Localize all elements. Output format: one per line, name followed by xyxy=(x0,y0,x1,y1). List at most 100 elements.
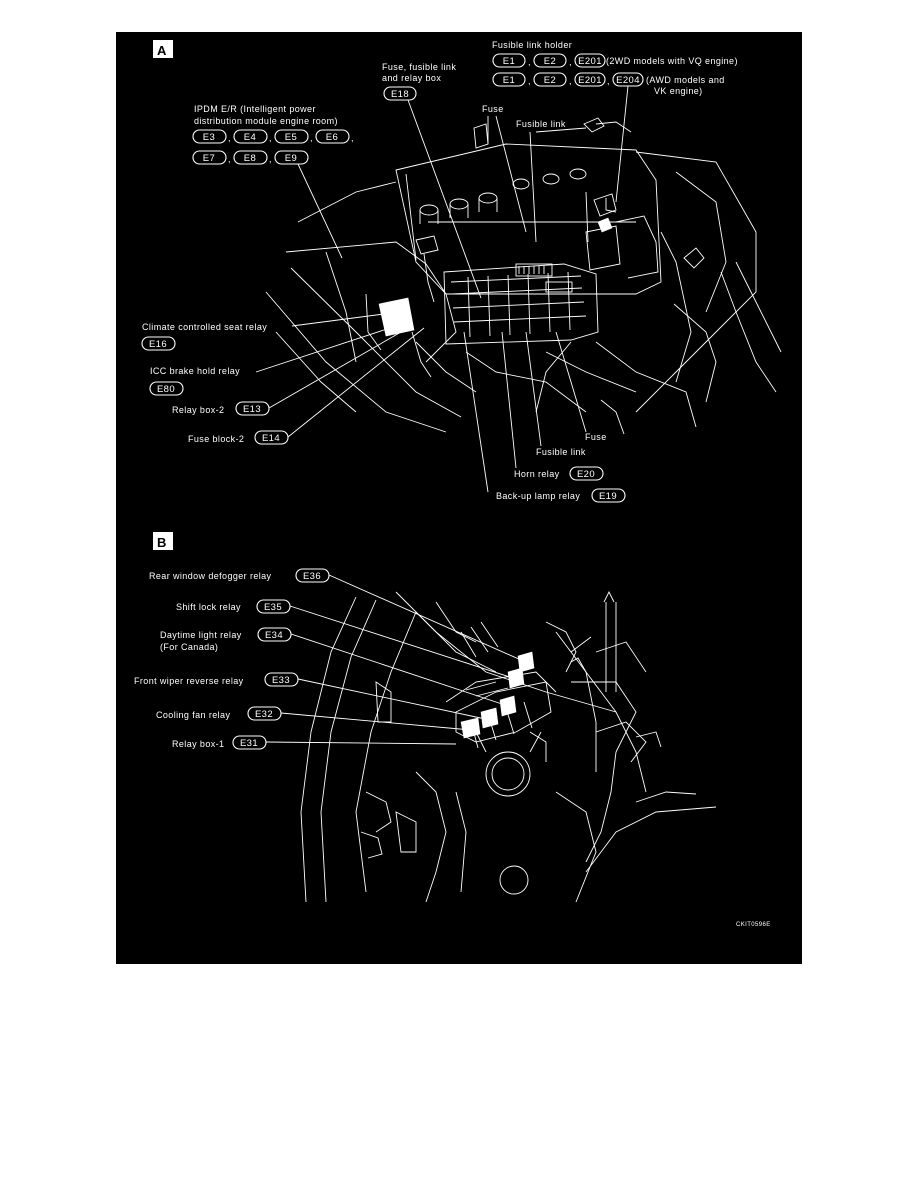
connector-e31-pill xyxy=(232,735,267,750)
daytime-light-relay-sub: (For Canada) xyxy=(160,642,218,652)
connector-e35-pill xyxy=(256,599,291,614)
rear-defogger-relay-callout: Rear window defogger relay E36 xyxy=(149,568,531,665)
connector-e9: E9 xyxy=(285,153,297,164)
separator: , xyxy=(351,133,354,143)
fuse-relay-box-line1: Fuse, fusible link xyxy=(382,62,456,72)
panel-a: A xyxy=(141,40,782,503)
connector-e204: E204 xyxy=(616,75,640,86)
connector-e13-pill xyxy=(235,401,270,416)
connector-e5: E5 xyxy=(285,132,297,143)
backup-lamp-relay-leader xyxy=(463,331,489,493)
connector-e201-pill-row2 xyxy=(574,72,606,87)
separator: , xyxy=(528,76,531,86)
fuse-relay-box-line2: and relay box xyxy=(382,73,441,83)
connector-e5-pill xyxy=(274,129,309,144)
connector-e4: E4 xyxy=(244,132,256,143)
shift-lock-relay-label: Shift lock relay xyxy=(176,602,241,612)
connector-e8: E8 xyxy=(244,153,256,164)
connector-e1-pill-row2 xyxy=(492,72,526,87)
connector-e2-pill xyxy=(533,53,567,68)
icc-brake-relay-leader xyxy=(255,325,397,373)
connector-e7-pill xyxy=(192,150,227,165)
connector-e20-pill xyxy=(569,466,604,481)
connector-e33-pill xyxy=(264,672,299,687)
separator: , xyxy=(607,76,610,86)
fusible-link-row2-note-2: VK engine) xyxy=(654,86,703,96)
shift-lock-relay-leader xyxy=(289,605,520,681)
label-fuse-top: Fuse xyxy=(482,104,504,114)
fuse-relay-box-callout: Fuse, fusible link and relay box E18 xyxy=(382,62,482,299)
fusible-link-row2-note-1: (AWD models and xyxy=(646,75,725,85)
label-fusible-link-bottom: Fusible link xyxy=(536,447,586,457)
label-fuse-bottom: Fuse xyxy=(585,432,607,442)
icc-brake-relay-callout: ICC brake hold relay E80 xyxy=(149,325,397,396)
panel-a-badge: A xyxy=(157,43,167,58)
connector-e201: E201 xyxy=(578,56,602,67)
connector-e18-pill xyxy=(383,86,417,101)
figure-code: CKIT0596E xyxy=(736,922,771,928)
connector-e80: E80 xyxy=(157,384,175,395)
connector-e33: E33 xyxy=(272,675,290,686)
connector-e31: E31 xyxy=(240,738,258,749)
connector-e3-pill xyxy=(192,129,227,144)
component-location-figure: A xyxy=(116,32,802,964)
fusible-link-bottom-leader xyxy=(525,331,542,447)
relay-box-1-callout: Relay box-1 E31 xyxy=(172,735,457,750)
horn-relay-leader xyxy=(501,331,517,469)
fuse-bottom-leader xyxy=(555,331,587,433)
connector-e16: E16 xyxy=(149,339,167,350)
fuse-block-2-label: Fuse block-2 xyxy=(188,434,244,444)
relay-box-1-leader xyxy=(265,741,457,745)
fuse-block-2-callout: Fuse block-2 E14 xyxy=(188,327,425,445)
daytime-light-relay-leader xyxy=(290,633,509,707)
panel-b-badge-box xyxy=(153,532,173,550)
fuse-relay-box-leader xyxy=(407,99,482,299)
connector-e7: E7 xyxy=(203,153,215,164)
connector-e3: E3 xyxy=(203,132,215,143)
connector-e13: E13 xyxy=(243,404,261,415)
horn-relay-label: Horn relay xyxy=(514,469,560,479)
connector-e14-pill xyxy=(254,430,289,445)
backup-lamp-relay-label: Back-up lamp relay xyxy=(496,491,580,501)
front-wiper-reverse-relay-label: Front wiper reverse relay xyxy=(134,676,244,686)
panel-b-engine-bay-illustration xyxy=(300,590,717,903)
relay-box-2-label: Relay box-2 xyxy=(172,405,224,415)
climate-seat-relay-callout: Climate controlled seat relay E16 xyxy=(141,313,385,351)
connector-e16-pill xyxy=(141,336,176,351)
connector-e35: E35 xyxy=(264,602,282,613)
separator: , xyxy=(569,76,572,86)
separator: , xyxy=(310,133,313,143)
fusible-link-holder-callout: Fusible link holder E1 , E2 , E201 (2WD … xyxy=(492,40,738,203)
daytime-light-relay-label: Daytime light relay xyxy=(160,630,242,640)
figure-canvas: A xyxy=(134,40,782,928)
connector-e6-pill xyxy=(315,129,350,144)
icc-brake-relay-label: ICC brake hold relay xyxy=(150,366,240,376)
cooling-fan-relay-leader xyxy=(280,712,472,731)
connector-e201-pill xyxy=(574,53,606,68)
climate-seat-relay-leader xyxy=(291,313,385,327)
fusible-link-row1-note: (2WD models with VQ engine) xyxy=(606,56,738,66)
front-wiper-reverse-relay-leader xyxy=(297,678,491,721)
connector-e2: E2 xyxy=(544,56,556,67)
label-fusible-link-top: Fusible link xyxy=(516,119,566,129)
rear-defogger-relay-leader xyxy=(328,574,531,665)
ipdm-leader xyxy=(297,163,343,259)
connector-e6: E6 xyxy=(326,132,338,143)
horn-relay-callout: Horn relay E20 xyxy=(501,331,604,481)
connector-e201-row2: E201 xyxy=(578,75,602,86)
front-wiper-reverse-relay-callout: Front wiper reverse relay E33 xyxy=(134,672,491,721)
fuse-top-leader xyxy=(487,115,527,233)
relay-box-2-leader xyxy=(268,327,409,409)
connector-e34-pill xyxy=(257,627,292,642)
connector-e1: E1 xyxy=(503,56,515,67)
connector-e19-pill xyxy=(591,488,626,503)
separator: , xyxy=(269,154,272,164)
connector-e1-row2: E1 xyxy=(503,75,515,86)
connector-e32: E32 xyxy=(255,709,273,720)
connector-e2-pill-row2 xyxy=(533,72,567,87)
fuse-block-2-leader xyxy=(287,327,425,438)
connector-e4-pill xyxy=(233,129,268,144)
fusible-link-holder-leader xyxy=(615,85,629,203)
connector-e2-row2: E2 xyxy=(544,75,556,86)
panel-a-engine-bay-illustration xyxy=(265,117,782,435)
